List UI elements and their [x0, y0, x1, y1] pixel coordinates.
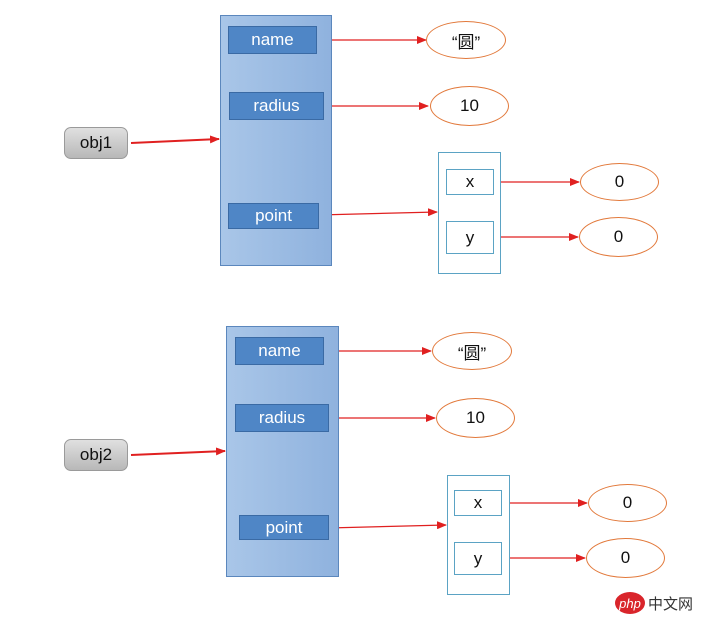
obj2-x-value: 0: [588, 484, 667, 522]
obj2-reference: obj2: [64, 439, 128, 471]
php-watermark: php 中文网: [615, 592, 693, 614]
obj1-radius-value: 10: [430, 86, 509, 126]
obj1-name-field: name: [228, 26, 317, 54]
obj2-name-value: “圆”: [432, 332, 512, 370]
php-logo-icon: php: [615, 592, 645, 614]
obj2-name-field: name: [235, 337, 324, 365]
arrow-point-to-box: [317, 208, 438, 217]
obj2-radius-value: 10: [436, 398, 515, 438]
obj2-point-field: point: [239, 515, 329, 540]
obj1-radius-field: radius: [229, 92, 324, 120]
arrow-obj2-to-object: [130, 447, 226, 456]
arrow-point-to-box: [327, 521, 447, 530]
obj2-radius-field: radius: [235, 404, 329, 432]
obj1-point-field: point: [228, 203, 319, 229]
obj2-point-x-cell: x: [454, 490, 502, 516]
obj1-name-value: “圆”: [426, 21, 506, 59]
obj1-point-x-cell: x: [446, 169, 494, 195]
arrow-obj1-to-object: [130, 135, 220, 144]
obj2-y-value: 0: [586, 538, 665, 578]
obj1-y-value: 0: [579, 217, 658, 257]
watermark-text: 中文网: [648, 595, 694, 613]
obj2-point-y-cell: y: [454, 542, 502, 575]
obj1-point-y-cell: y: [446, 221, 494, 254]
obj1-reference: obj1: [64, 127, 128, 159]
obj1-x-value: 0: [580, 163, 659, 201]
